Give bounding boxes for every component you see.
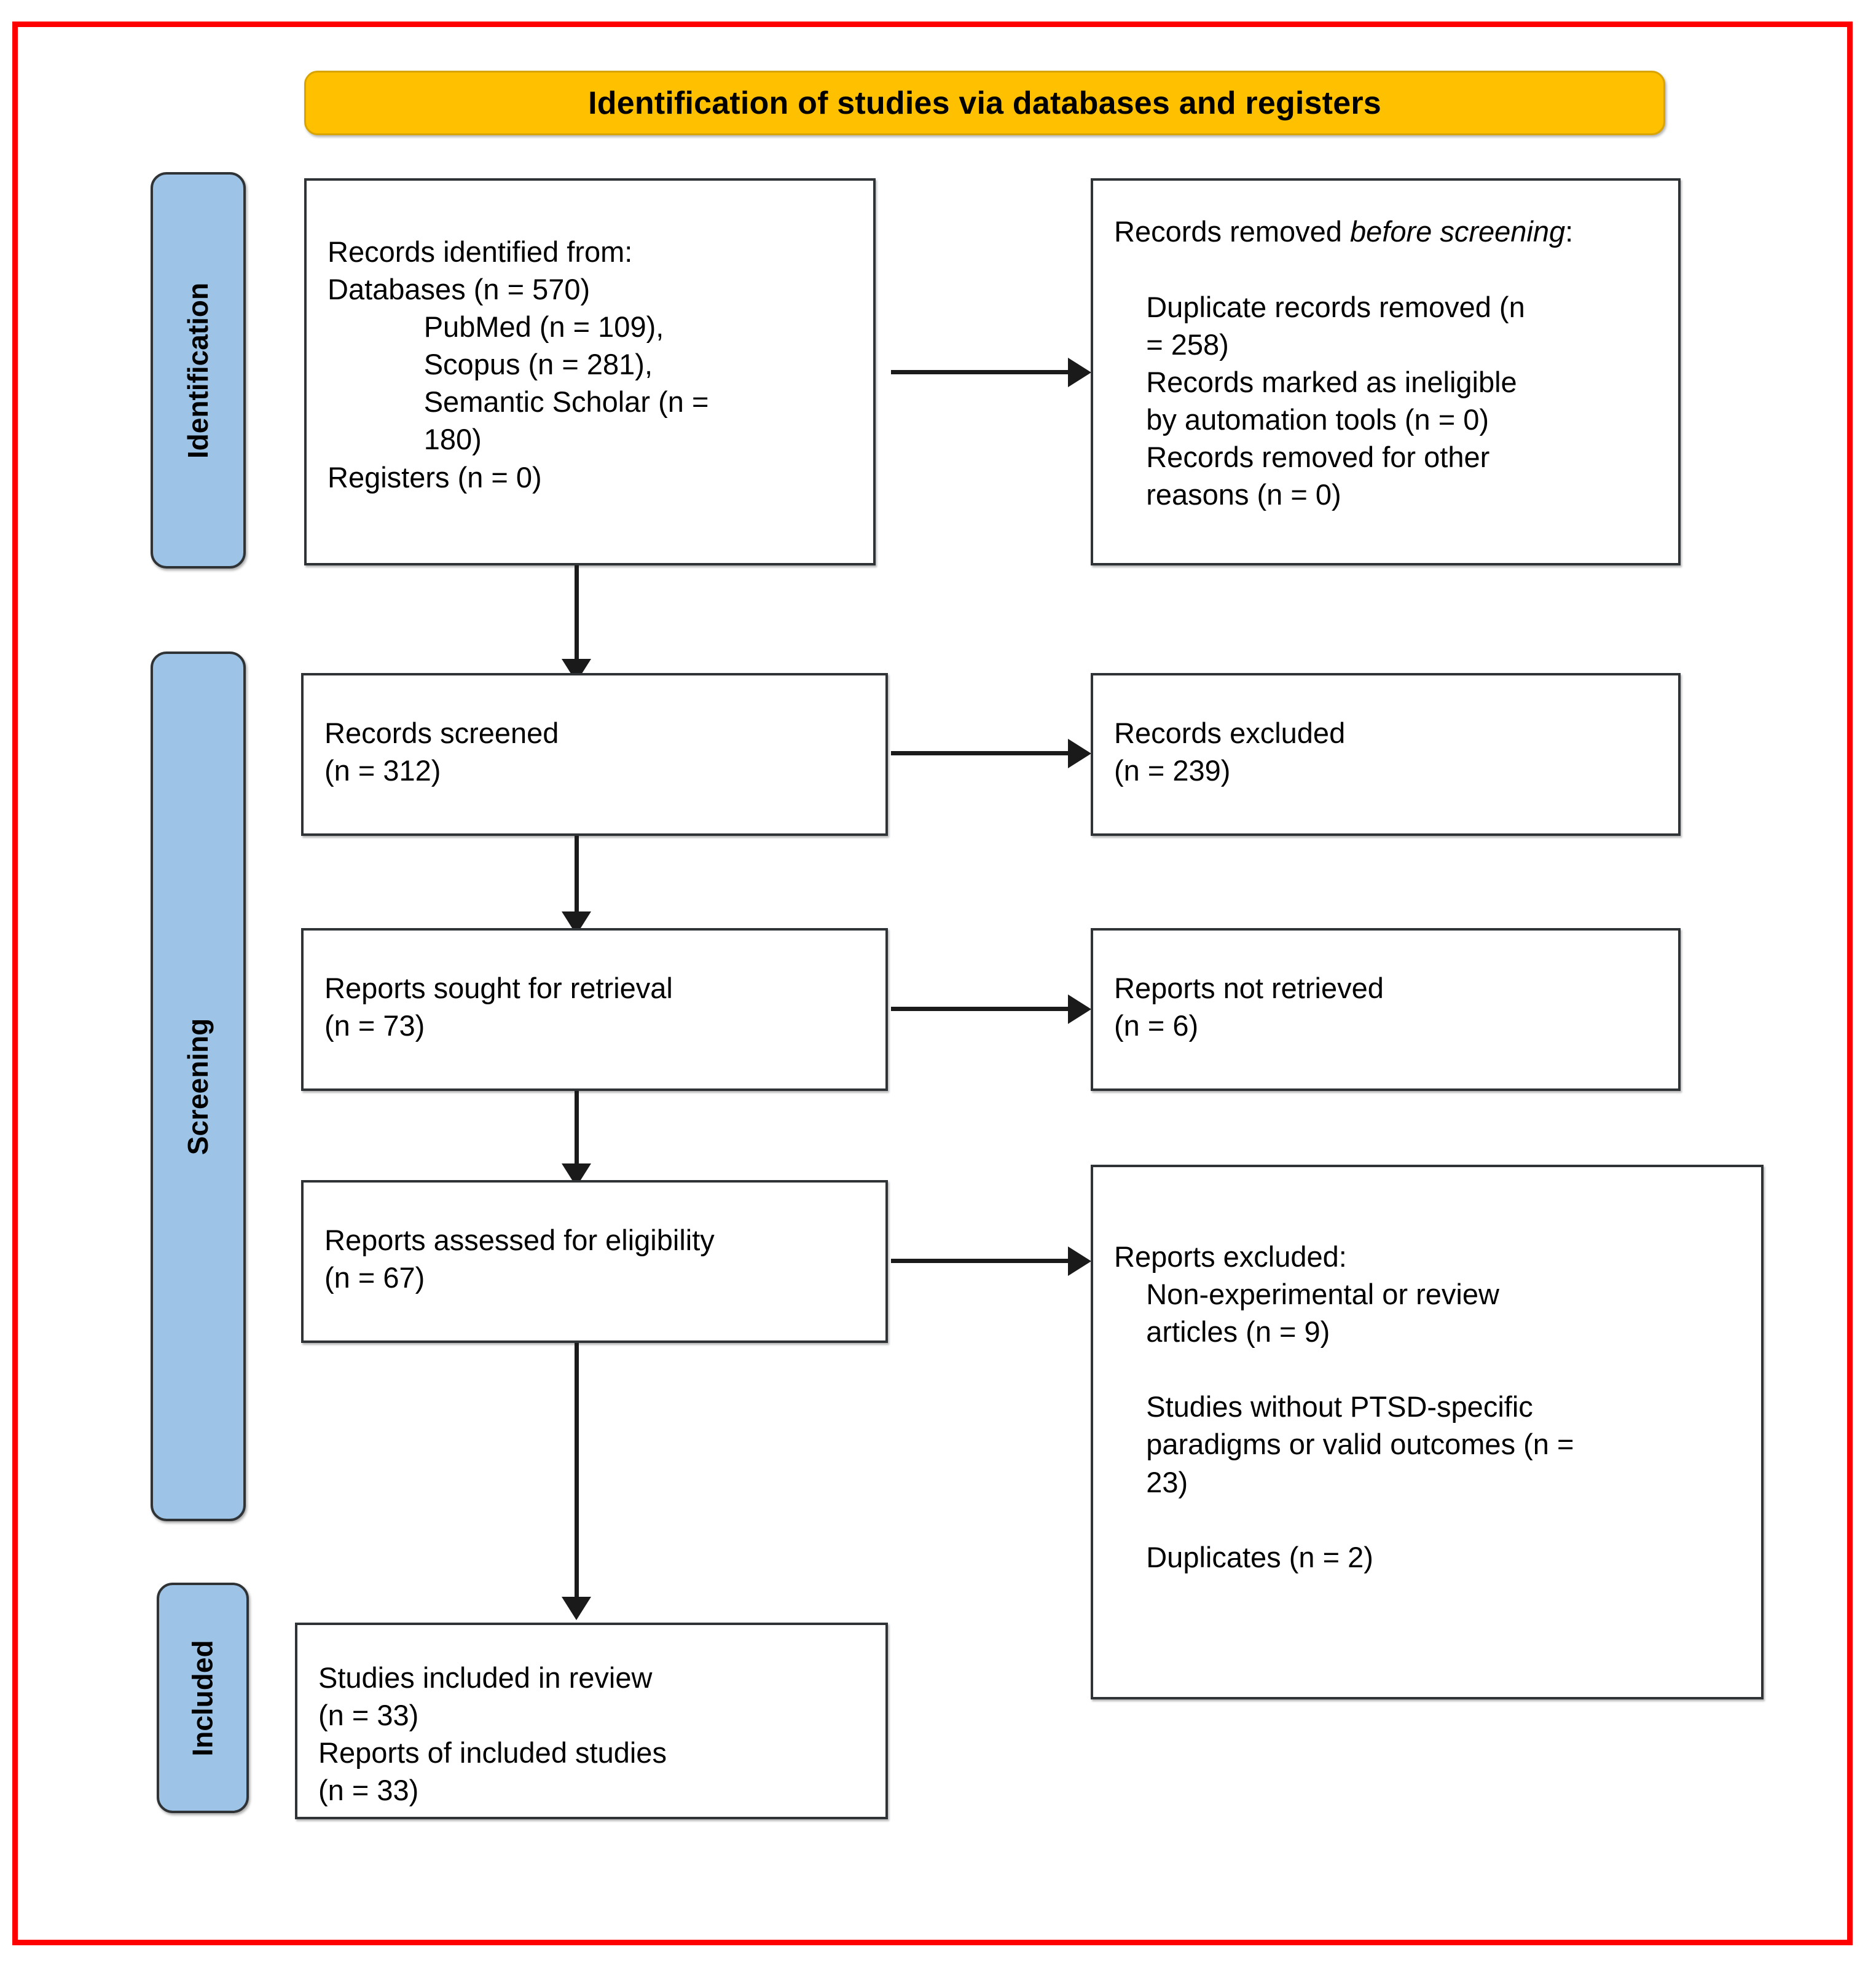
stage-tab-screening: Screening bbox=[151, 651, 246, 1521]
identification-banner: Identification of studies via databases … bbox=[304, 71, 1665, 135]
stage-tab-identification: Identification bbox=[151, 172, 246, 569]
outer-red-frame bbox=[12, 22, 1853, 1945]
box-records-excluded-text: Records excluded (n = 239) bbox=[1114, 717, 1346, 787]
box-records-screened: Records screened (n = 312) bbox=[301, 673, 888, 836]
arrow-screened-to-excluded-head bbox=[1068, 739, 1091, 768]
box-reports-not-retrieved-text: Reports not retrieved (n = 6) bbox=[1114, 972, 1384, 1042]
stage-tab-included-label: Included bbox=[187, 1639, 219, 1757]
box-reports-assessed-text: Reports assessed for eligibility (n = 67… bbox=[324, 1224, 715, 1294]
stage-tab-screening-label: Screening bbox=[182, 1018, 214, 1155]
arrow-sought-to-notretrieved-line bbox=[891, 1007, 1069, 1011]
box-studies-included: Studies included in review (n = 33) Repo… bbox=[295, 1623, 888, 1819]
banner-title: Identification of studies via databases … bbox=[588, 85, 1381, 121]
box-records-screened-text: Records screened (n = 312) bbox=[324, 717, 559, 787]
records-removed-title-part2: : bbox=[1565, 215, 1574, 248]
box-reports-sought: Reports sought for retrieval (n = 73) bbox=[301, 928, 888, 1091]
arrow-identified-to-removed-line bbox=[891, 370, 1069, 374]
box-records-removed-text: Duplicate records removed (n = 258) Reco… bbox=[1146, 291, 1525, 511]
arrow-screened-to-sought-line bbox=[575, 836, 579, 919]
box-reports-assessed: Reports assessed for eligibility (n = 67… bbox=[301, 1180, 888, 1343]
box-reports-not-retrieved: Reports not retrieved (n = 6) bbox=[1091, 928, 1681, 1091]
arrow-assessed-to-included-line bbox=[575, 1343, 579, 1604]
stage-tab-included: Included bbox=[157, 1583, 249, 1813]
arrow-identified-to-screened-line bbox=[575, 565, 579, 667]
box-studies-included-text: Studies included in review (n = 33) Repo… bbox=[318, 1661, 667, 1807]
arrow-assessed-to-included-head bbox=[562, 1597, 591, 1620]
box-reports-excluded-text: Reports excluded: Non-experimental or re… bbox=[1114, 1240, 1574, 1573]
arrow-sought-to-assessed-line bbox=[575, 1091, 579, 1171]
arrow-assessed-to-excluded-line bbox=[891, 1259, 1069, 1263]
records-removed-title-part1: Records removed bbox=[1114, 215, 1350, 248]
box-records-removed-title: Records removed before screening: bbox=[1114, 213, 1667, 250]
box-reports-sought-text: Reports sought for retrieval (n = 73) bbox=[324, 972, 673, 1042]
box-records-identified: Records identified from: Databases (n = … bbox=[304, 178, 876, 565]
records-removed-title-italic: before screening bbox=[1350, 215, 1566, 248]
box-records-removed: Records removed before screening: Duplic… bbox=[1091, 178, 1681, 565]
arrow-identified-to-removed-head bbox=[1068, 358, 1091, 387]
stage-tab-identification-label: Identification bbox=[182, 282, 214, 459]
arrow-sought-to-notretrieved-head bbox=[1068, 994, 1091, 1024]
box-records-excluded: Records excluded (n = 239) bbox=[1091, 673, 1681, 836]
arrow-assessed-to-excluded-head bbox=[1068, 1246, 1091, 1276]
box-records-identified-text: Records identified from: Databases (n = … bbox=[328, 235, 709, 494]
arrow-screened-to-excluded-line bbox=[891, 751, 1069, 755]
box-reports-excluded: Reports excluded: Non-experimental or re… bbox=[1091, 1165, 1764, 1699]
